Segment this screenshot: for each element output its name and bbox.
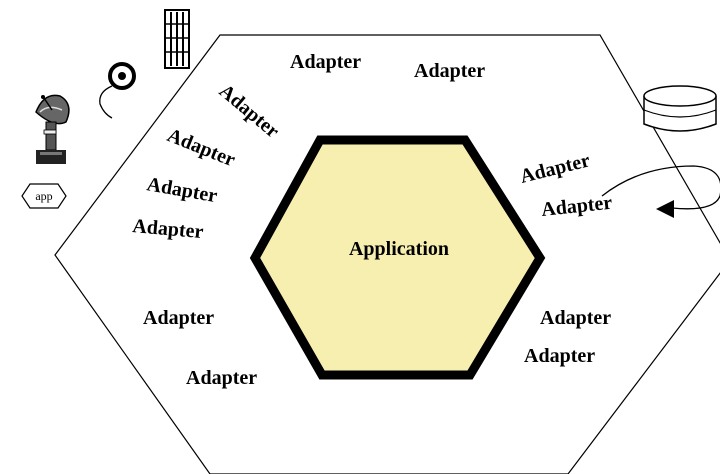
adapter-label: Adapter xyxy=(518,149,592,188)
outer-hexagon xyxy=(54,34,720,474)
adapter-label: Adapter xyxy=(524,345,595,367)
application-hexagon xyxy=(249,135,546,380)
adapter-label: Adapter xyxy=(132,215,205,243)
database-icon xyxy=(643,85,717,132)
adapter-label: Adapter xyxy=(290,51,361,73)
adapter-label: Adapter xyxy=(143,307,214,329)
external-app-label: app xyxy=(35,189,52,203)
adapter-label: Adapter xyxy=(414,60,485,82)
adapter-label: Adapter xyxy=(186,367,257,389)
adapter-label: Adapter xyxy=(540,307,611,329)
external-app-node: app xyxy=(21,183,67,209)
adapter-label: Adapter xyxy=(145,173,219,207)
arrow-icon xyxy=(601,165,720,218)
microphone-icon xyxy=(99,62,136,119)
application-label: Application xyxy=(349,238,449,260)
adapter-label: Adapter xyxy=(164,124,238,171)
battery-icon xyxy=(164,9,190,69)
satellite-dish-icon xyxy=(35,94,70,164)
adapter-label: Adapter xyxy=(215,80,284,143)
